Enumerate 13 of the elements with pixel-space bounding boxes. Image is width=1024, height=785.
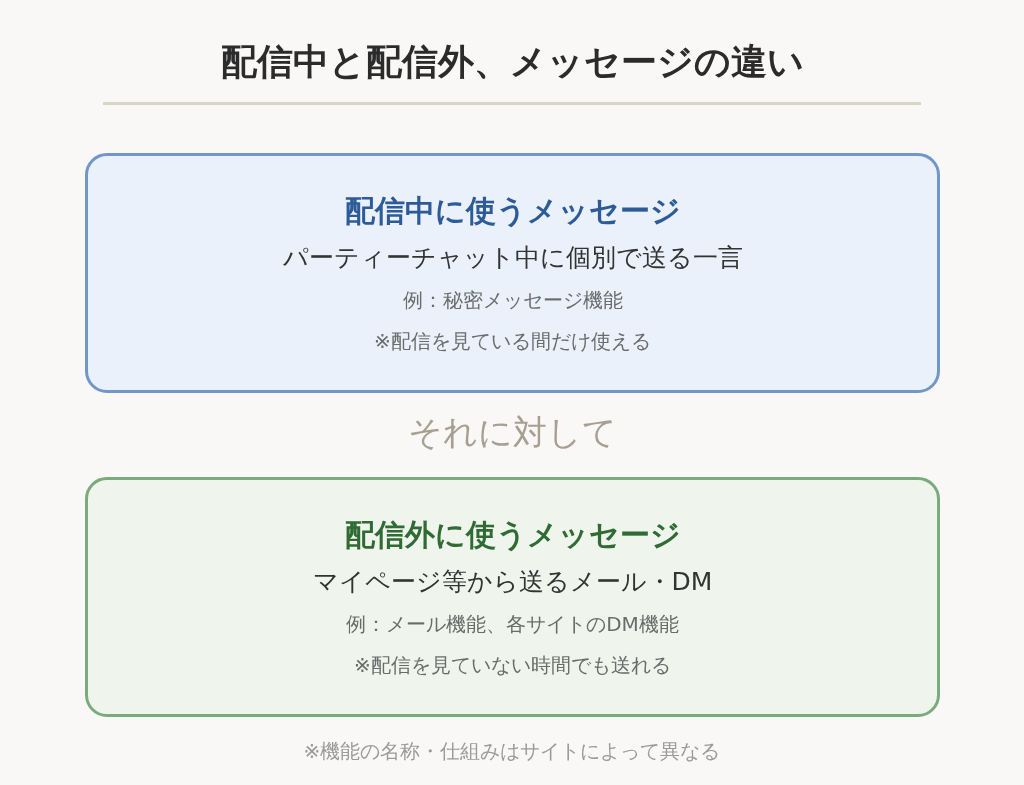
message-card: [85, 477, 940, 717]
card-heading: 配信外に使うメッセージ: [344, 515, 681, 554]
example-text: 例：秘密メッセージ機能: [402, 286, 623, 314]
title-text: 配信中と配信外、メッセージの違い: [220, 40, 804, 84]
note-text: ※配信を見ている間だけ使える: [374, 327, 651, 355]
footnote-text: ※機能の名称・仕組みはサイトによって異なる: [303, 738, 721, 765]
note-text: ※配信を見ていない時間でも送れる: [354, 651, 671, 679]
card-subtitle: パーティーチャット中に個別で送る一言: [282, 241, 743, 274]
message-card: [85, 153, 940, 393]
card-heading: 配信中に使うメッセージ: [344, 191, 681, 230]
example-text: 例：メール機能、各サイトのDM機能: [346, 610, 679, 638]
card-subtitle: マイページ等から送るメール・DM: [312, 565, 713, 598]
transition-text: それに対して: [407, 411, 617, 454]
